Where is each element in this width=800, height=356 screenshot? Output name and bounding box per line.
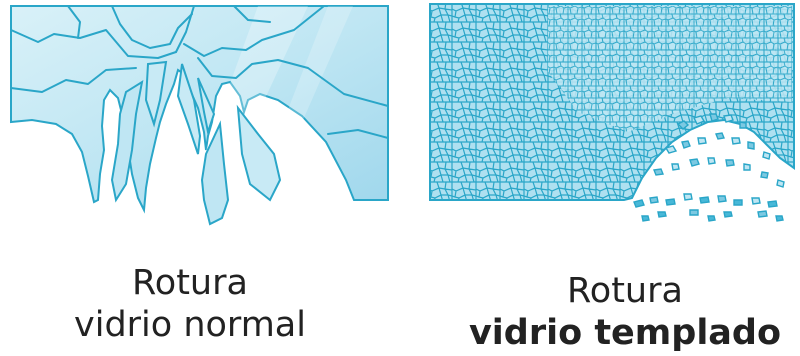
shard [238, 108, 280, 200]
tempered-glass-illustration [428, 2, 796, 224]
tempered-caption-line2: vidrio templado [450, 312, 800, 354]
tempered-caption-line1: Rotura [450, 270, 800, 312]
normal-glass-caption: Rotura vidrio normal [20, 262, 360, 346]
normal-glass-drawing [8, 4, 392, 236]
normal-caption-line2: vidrio normal [20, 304, 360, 346]
tempered-glass-drawing [428, 2, 796, 224]
normal-glass-illustration [8, 4, 392, 236]
tempered-glass-caption: Rotura vidrio templado [450, 270, 800, 354]
normal-caption-line1: Rotura [20, 262, 360, 304]
